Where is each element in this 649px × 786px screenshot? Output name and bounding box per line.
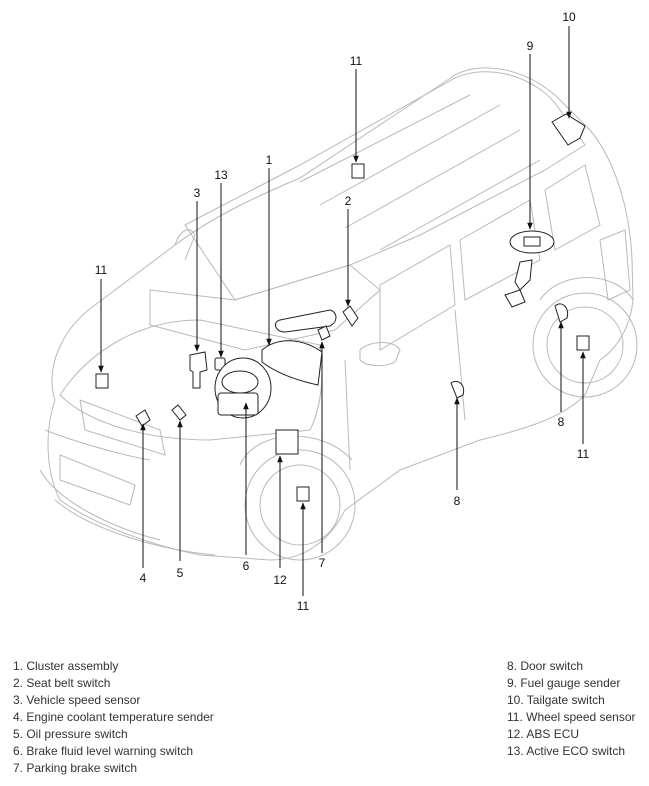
callout-4: 4 — [140, 571, 147, 585]
callout-8-rear: 8 — [558, 415, 565, 429]
callout-5: 5 — [177, 566, 184, 580]
callout-1: 1 — [266, 153, 273, 167]
callout-11-front-right: 11 — [297, 599, 310, 613]
parking-brake-switch-part — [317, 325, 331, 341]
callout-7: 7 — [319, 556, 326, 570]
component-parts — [95, 113, 590, 502]
legend-item: 11. Wheel speed sensor — [507, 710, 636, 724]
callout-6: 6 — [243, 559, 250, 573]
legend-item: 5. Oil pressure switch — [13, 727, 128, 741]
callout-10: 10 — [562, 10, 576, 24]
coolant-temperature-sender-part — [135, 409, 151, 427]
legend-item: 12. ABS ECU — [507, 727, 580, 741]
legend-item: 3. Vehicle speed sensor — [13, 693, 141, 707]
callout-3: 3 — [194, 186, 201, 200]
seat-belt-switch-part — [342, 305, 359, 327]
vehicle-component-location-diagram: 1 2 3 13 11 11 9 10 4 5 6 7 12 11 8 8 11 — [39, 10, 638, 613]
leader-lines — [98, 26, 586, 596]
brake-fluid-reservoir-part — [221, 370, 259, 394]
door-switch-rear-part — [554, 303, 569, 323]
callout-11-roof: 11 — [350, 54, 363, 68]
callout-9: 9 — [527, 39, 534, 53]
wheel-speed-sensor-front-right-part — [296, 486, 310, 502]
oil-pressure-switch-part — [171, 404, 187, 421]
legend-item: 13. Active ECO switch — [507, 744, 626, 758]
brake-fluid-level-switch-part — [217, 392, 259, 416]
legend-item: 7. Parking brake switch — [13, 761, 138, 775]
wheel-speed-sensor-rear-right-part — [576, 335, 590, 351]
legend-item: 4. Engine coolant temperature sender — [13, 710, 214, 724]
legend-item: 10. Tailgate switch — [507, 693, 605, 707]
callout-12: 12 — [273, 573, 287, 587]
legend-item: 1. Cluster assembly — [13, 659, 119, 673]
vehicle-speed-sensor-part — [189, 351, 208, 389]
callout-numbers: 1 2 3 13 11 11 9 10 4 5 6 7 12 11 8 8 11 — [95, 10, 590, 613]
legend-item: 8. Door switch — [507, 659, 584, 673]
dash-panel-part — [274, 309, 337, 333]
tailgate-switch-part — [551, 113, 586, 146]
callout-11-rear-right: 11 — [577, 447, 590, 461]
wheel-speed-sensor-front-left-part — [95, 373, 109, 389]
legend-item: 9. Fuel gauge sender — [507, 676, 621, 690]
cluster-assembly-part — [261, 340, 323, 386]
callout-8-front: 8 — [454, 494, 461, 508]
door-switch-front-part — [450, 380, 465, 399]
wheel-speed-sensor-roof-part — [351, 163, 365, 179]
legend-item: 6. Brake fluid level warning switch — [13, 744, 194, 758]
callout-11-front-left: 11 — [95, 263, 108, 277]
vehicle-outline — [39, 67, 638, 561]
legend-left-column: 1. Cluster assembly 2. Seat belt switch … — [13, 658, 214, 777]
legend-right-column: 8. Door switch 9. Fuel gauge sender 10. … — [507, 658, 636, 760]
callout-13: 13 — [214, 168, 228, 182]
callout-2: 2 — [345, 194, 352, 208]
abs-ecu-part — [275, 429, 299, 455]
legend-item: 2. Seat belt switch — [13, 676, 111, 690]
